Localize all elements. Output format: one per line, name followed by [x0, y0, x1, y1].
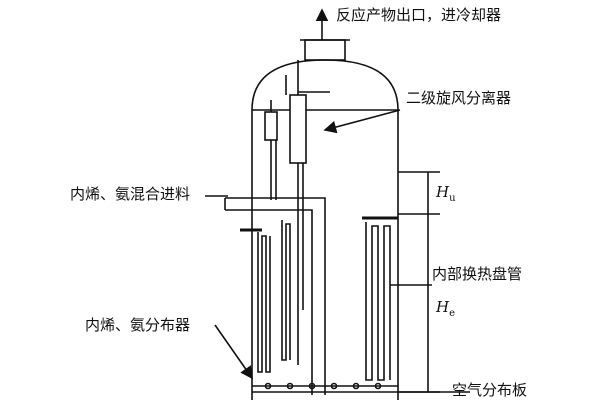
symbol-he-sub: e: [449, 308, 456, 319]
label-coil: 内部换热盘管: [432, 265, 523, 283]
heat-exchange-coil-right: [362, 216, 398, 381]
symbol-hu-main: H: [436, 183, 450, 201]
symbol-he: He: [436, 298, 455, 323]
symbol-hu-sub: u: [449, 193, 456, 204]
label-feed: 内烯、氨混合进料: [70, 185, 191, 203]
cyclone-separator: [264, 60, 330, 365]
label-cyclone-separator: 二级旋风分离器: [406, 89, 512, 107]
label-distributor: 内烯、氨分布器: [85, 316, 191, 334]
feed-pipe: [224, 197, 326, 395]
label-air-plate: 空气分布板: [452, 381, 528, 399]
heat-exchange-coil-mid: [281, 220, 291, 361]
label-outlet: 反应产物出口，进冷却器: [336, 6, 502, 24]
heat-exchange-coil-left: [240, 228, 271, 373]
symbol-he-main: H: [436, 298, 450, 316]
reactor-shell: [251, 59, 399, 400]
outlet-nozzle: [300, 8, 350, 61]
symbol-hu: Hu: [436, 183, 456, 208]
distributor: [252, 382, 398, 390]
